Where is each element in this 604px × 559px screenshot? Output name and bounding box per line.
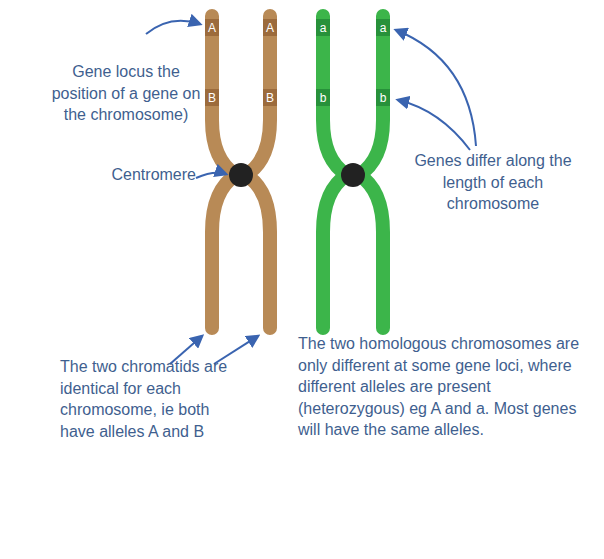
allele-letter: A [208,21,216,35]
gene-locus-box: b [316,89,330,106]
allele-letter: a [380,21,387,35]
centromere [341,163,365,187]
gene-locus-box: B [263,89,277,106]
centromere-label: Centromere [56,164,196,186]
leader-arrow [396,30,476,146]
gene-locus-box: a [316,19,330,36]
gene-locus-box: A [263,19,277,36]
leader-arrow [398,100,470,150]
allele-letter: b [380,91,387,105]
allele-letter: B [266,91,274,105]
allele-letter: b [320,91,327,105]
leader-arrow [146,21,200,34]
leader-arrow [196,173,226,178]
gene-locus-note: Gene locus the position of a gene on the… [46,61,206,126]
homologous-note: The two homologous chromosomes are only … [298,333,588,441]
chromatid-note: The two chromatids are identical for eac… [60,356,245,442]
gene-locus-box: B [205,89,219,106]
allele-letter: B [208,91,216,105]
allele-letter: a [320,21,327,35]
allele-letter: A [266,21,274,35]
centromere [229,163,253,187]
gene-locus-box: A [205,19,219,36]
genes-differ-note: Genes differ along the length of each ch… [408,150,578,215]
gene-locus-box: a [376,19,390,36]
gene-locus-box: b [376,89,390,106]
